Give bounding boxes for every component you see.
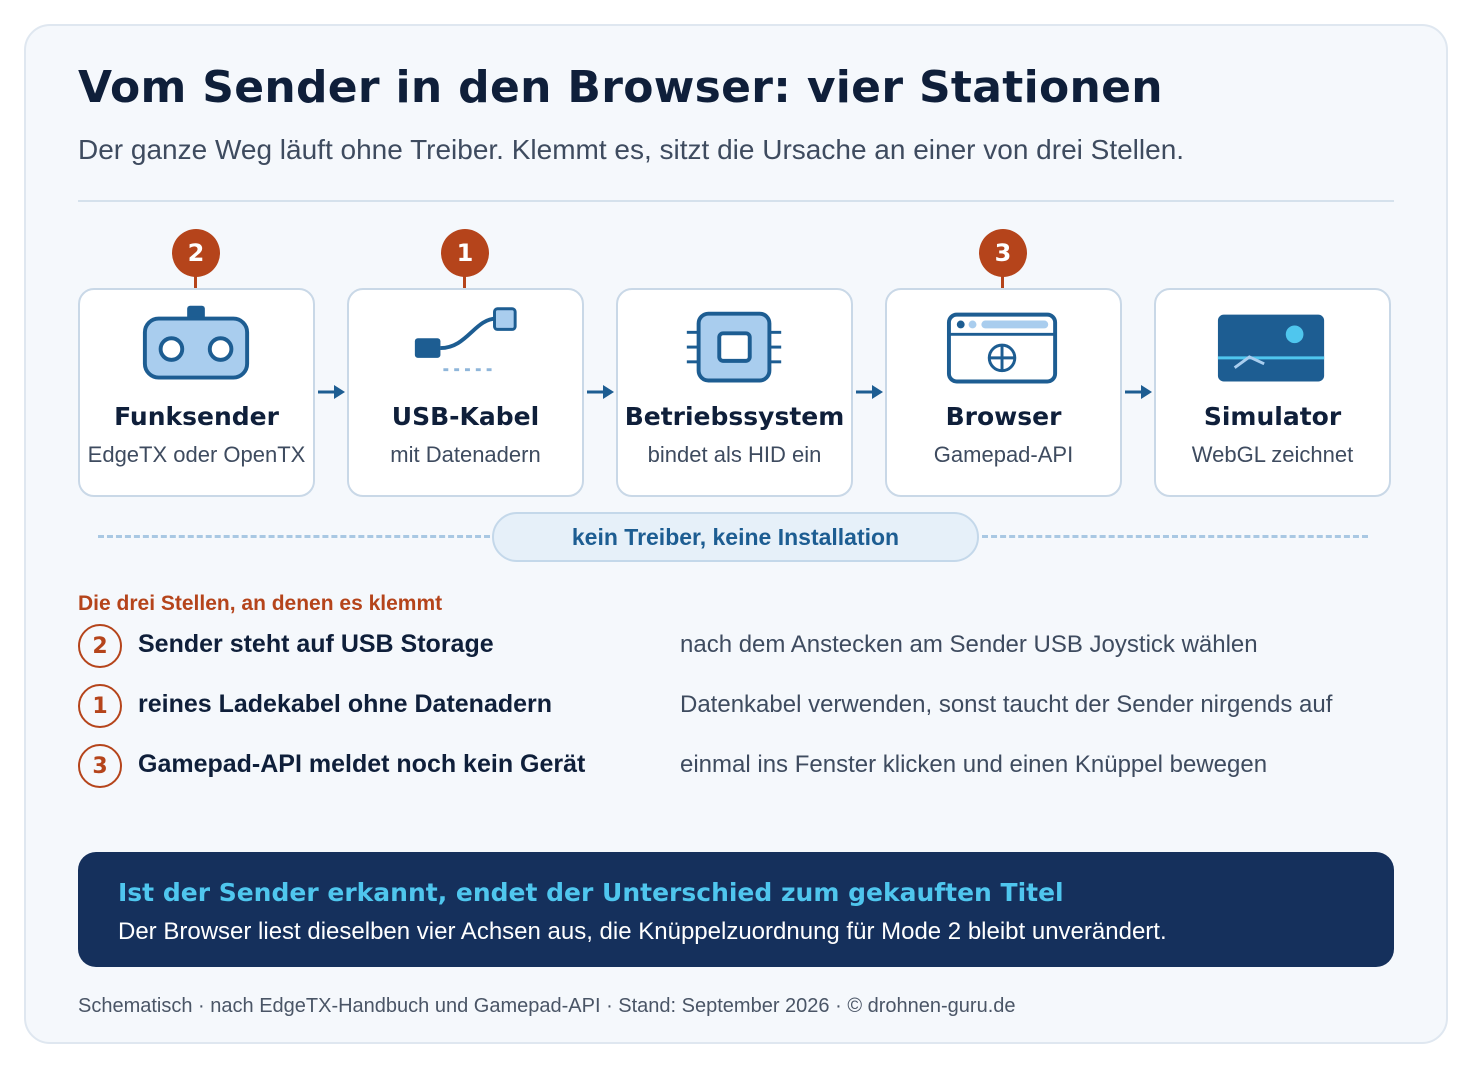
station-desc: WebGL zeichnet [1191, 442, 1354, 467]
transmitter-icon [142, 305, 250, 380]
marker-stem [463, 276, 466, 289]
page-subtitle: Der ganze Weg läuft ohne Treiber. Klemmt… [78, 134, 1185, 165]
banner-heading: Ist der Sender erkannt, endet der Unters… [118, 878, 1064, 907]
arrow-right-icon [318, 385, 345, 399]
issue-fix: Datenkabel verwenden, sonst taucht der S… [680, 691, 1333, 718]
arrow-right-icon [1125, 385, 1152, 399]
simulator-screen-icon [1217, 314, 1325, 382]
marker-stem [1001, 276, 1004, 289]
station-desc: Gamepad-API [933, 442, 1074, 467]
page-title: Vom Sender in den Browser: vier Statione… [78, 62, 1163, 113]
station-desc: mit Datenadern [390, 442, 541, 467]
chip-icon [686, 311, 782, 383]
arrow-right-icon [587, 385, 614, 399]
station-funksender: Funksender EdgeTX oder OpenTX [78, 288, 315, 497]
no-driver-pill: kein Treiber, keine Installation [492, 512, 979, 562]
station-name: Funksender [114, 402, 279, 431]
station-desc: bindet als HID ein [647, 442, 822, 467]
footer-source: Schematisch · nach EdgeTX-Handbuch und G… [78, 995, 1016, 1017]
issue-number: 3 [78, 744, 122, 788]
marker-stem [194, 276, 197, 289]
station-name: USB-Kabel [391, 402, 540, 431]
issue-problem: Sender steht auf USB Storage [138, 630, 494, 658]
issue-problem: Gamepad-API meldet noch kein Gerät [138, 750, 586, 778]
usb-cable-icon [414, 307, 517, 372]
marker-funksender: 2 [172, 229, 220, 277]
station-desc: EdgeTX oder OpenTX [87, 442, 306, 467]
arrow-right-icon [856, 385, 883, 399]
issue-problem: reines Ladekabel ohne Datenadern [138, 690, 553, 718]
issue-row: 1 reines Ladekabel ohne Datenadern Daten… [78, 684, 1394, 728]
marker-usb-kabel: 1 [441, 229, 489, 277]
browser-window-icon [946, 312, 1058, 384]
issues-heading: Die drei Stellen, an denen es klemmt [78, 592, 443, 615]
issue-fix: nach dem Anstecken am Sender USB Joystic… [680, 631, 1258, 658]
issue-row: 3 Gamepad-API meldet noch kein Gerät ein… [78, 744, 1394, 788]
divider [78, 200, 1394, 202]
station-simulator: Simulator WebGL zeichnet [1154, 288, 1391, 497]
dashed-line-right [982, 535, 1368, 538]
issue-number: 2 [78, 624, 122, 668]
station-name: Browser [945, 402, 1062, 431]
summary-banner: Ist der Sender erkannt, endet der Unters… [78, 852, 1394, 967]
station-name: Betriebssystem [624, 402, 845, 431]
station-betriebssystem: Betriebssystem bindet als HID ein [616, 288, 853, 497]
issue-number: 1 [78, 684, 122, 728]
marker-browser: 3 [979, 229, 1027, 277]
issue-row: 2 Sender steht auf USB Storage nach dem … [78, 624, 1394, 668]
dashed-line-left [98, 535, 490, 538]
station-usb-kabel: USB-Kabel mit Datenadern [347, 288, 584, 497]
issue-fix: einmal ins Fenster klicken und einen Knü… [680, 751, 1268, 778]
banner-text: Der Browser liest dieselben vier Achsen … [118, 918, 1167, 945]
station-browser: Browser Gamepad-API [885, 288, 1122, 497]
station-name: Simulator [1203, 402, 1342, 431]
